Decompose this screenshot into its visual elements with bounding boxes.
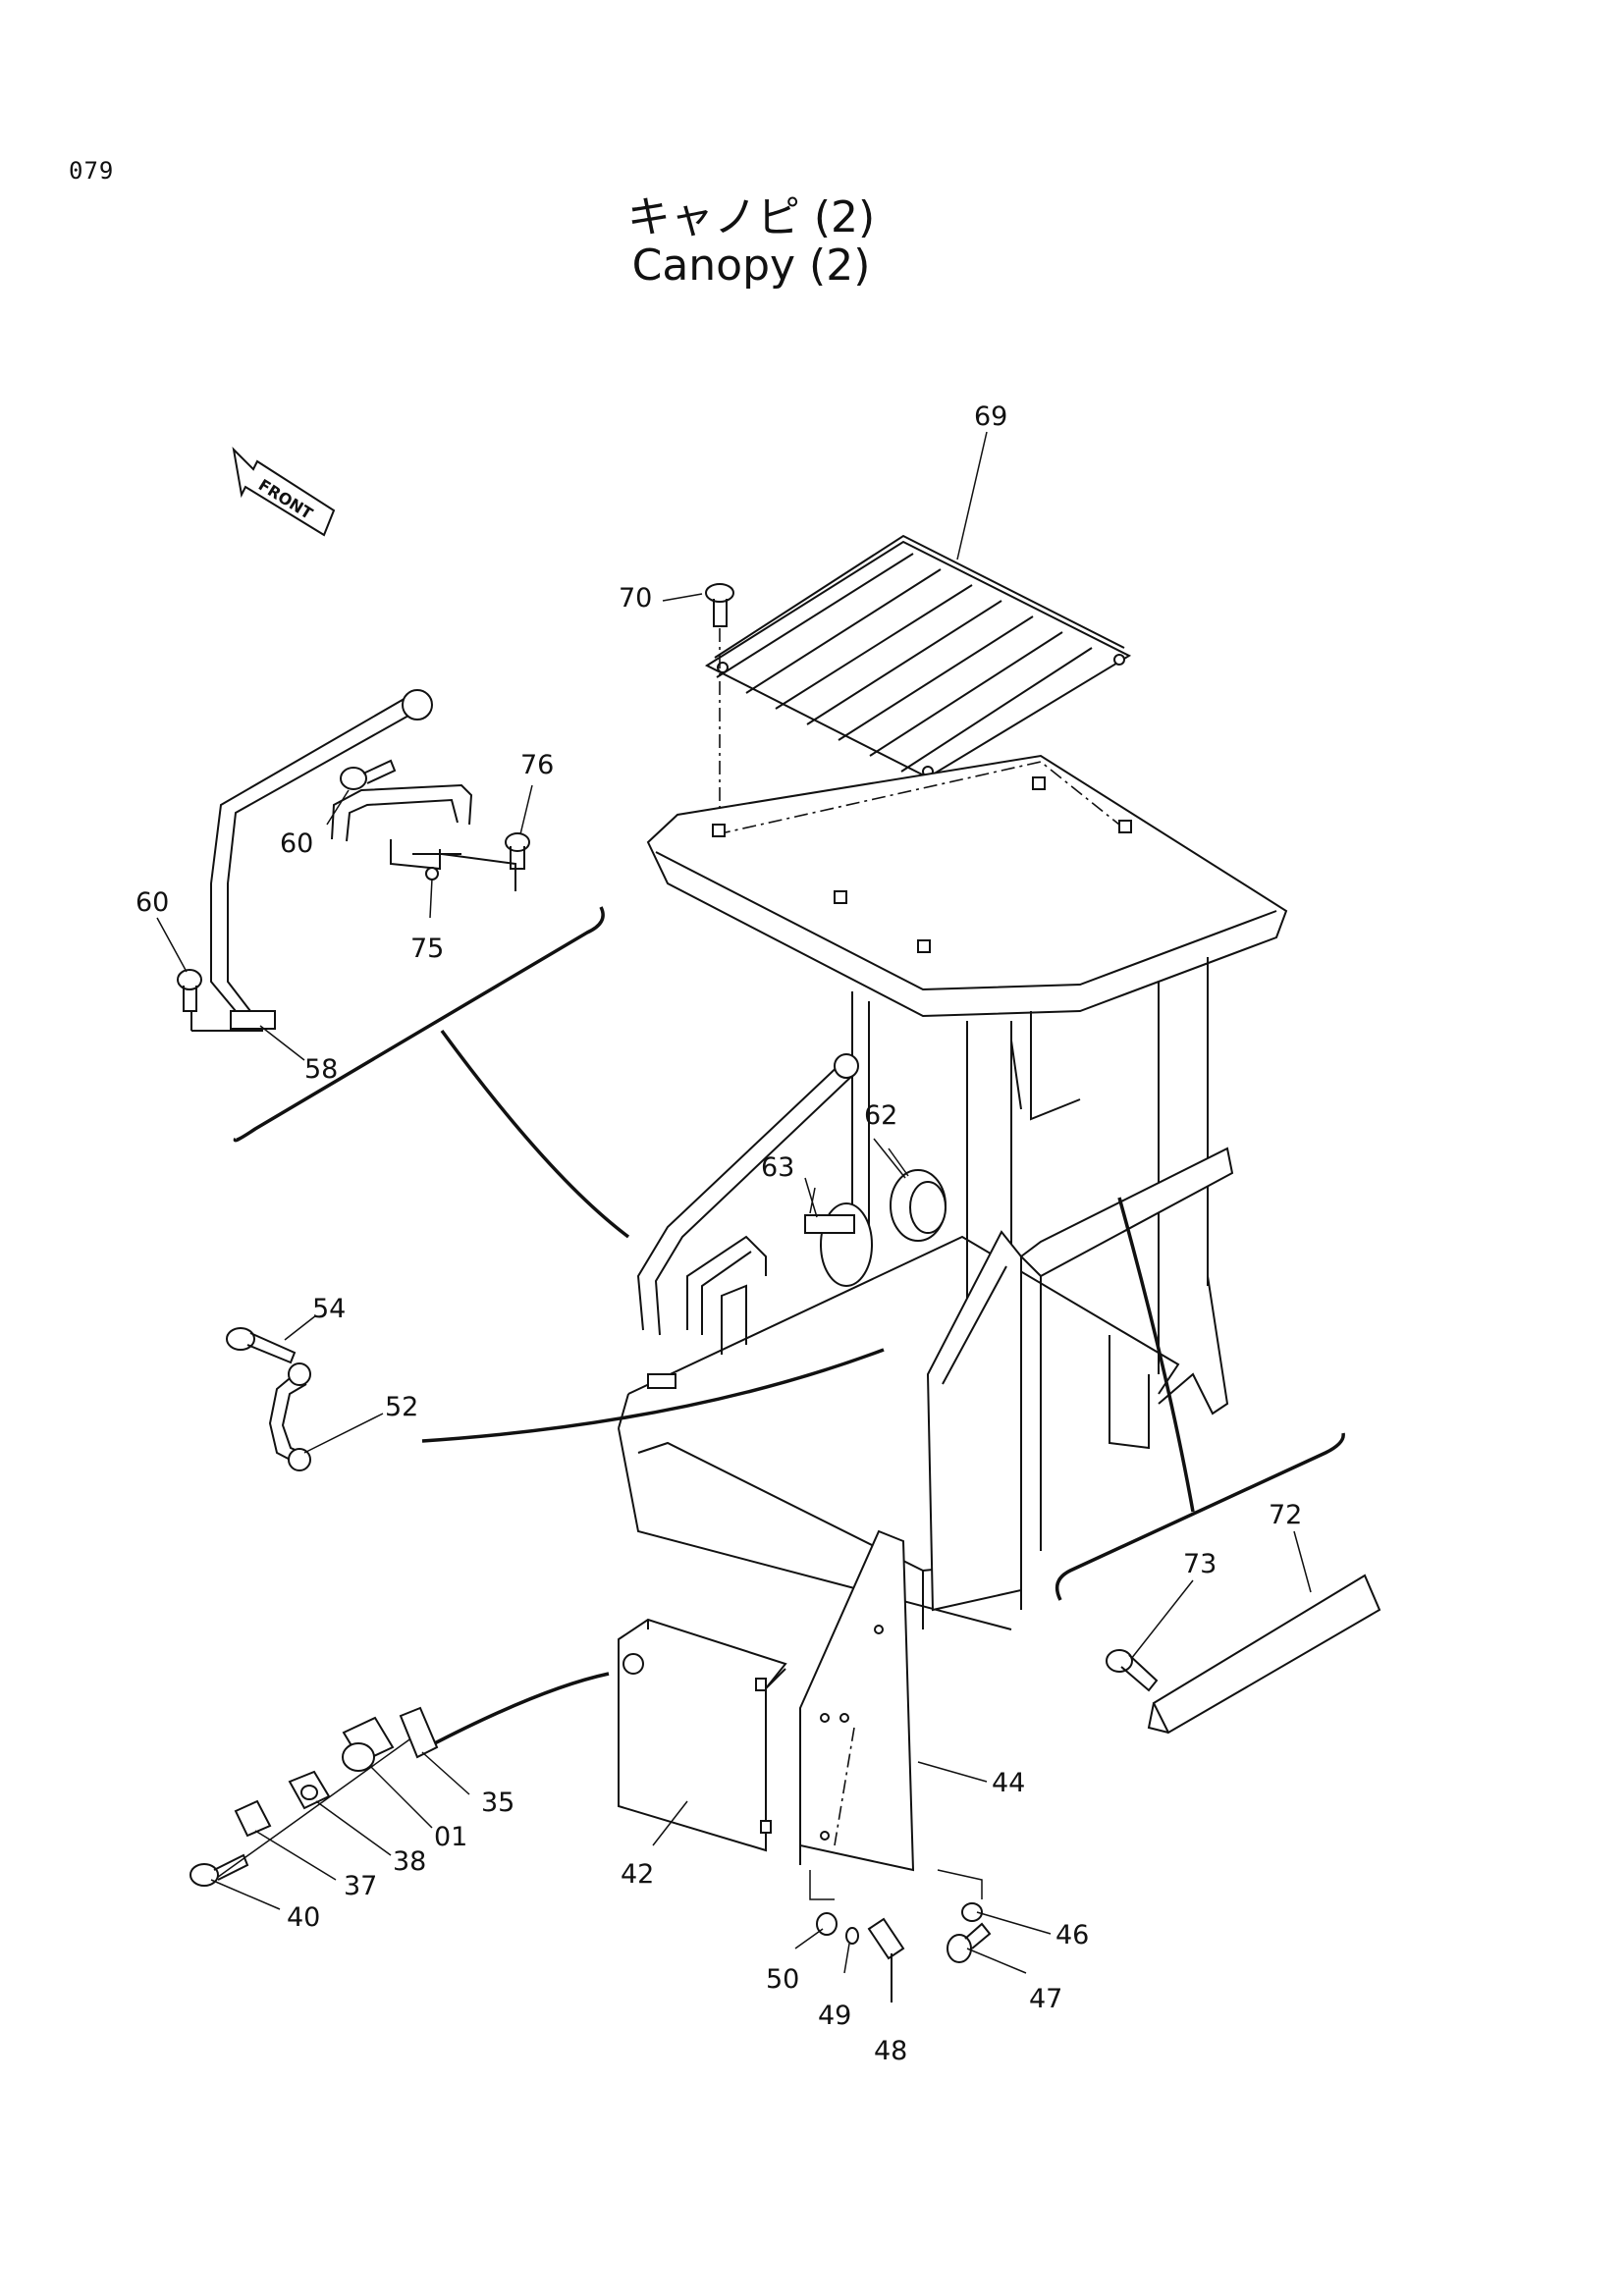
grommet-62 xyxy=(888,1148,947,1242)
inset-upper-left xyxy=(177,689,630,1239)
grip-handle-assembled xyxy=(686,1235,767,1355)
callout-01: 01 xyxy=(434,1822,467,1852)
callout-50: 50 xyxy=(766,1964,799,1995)
callout-76: 76 xyxy=(520,750,554,780)
callout-37: 37 xyxy=(344,1871,377,1901)
title-english: Canopy (2) xyxy=(631,240,871,291)
side-panel xyxy=(926,1147,1234,1612)
front-arrow-icon: FRONT xyxy=(232,447,336,537)
callout-47: 47 xyxy=(1029,1984,1062,2014)
callout-48: 48 xyxy=(874,2036,907,2066)
callout-60-lower: 60 xyxy=(135,887,169,918)
callout-52: 52 xyxy=(385,1392,418,1422)
callout-labels: 69 70 76 60 60 75 58 62 63 54 52 72 73 4… xyxy=(135,401,1302,2066)
callout-63: 63 xyxy=(761,1152,794,1183)
callout-60-upper: 60 xyxy=(280,828,313,859)
callout-46: 46 xyxy=(1055,1920,1089,1950)
callout-69: 69 xyxy=(974,401,1007,432)
callout-73: 73 xyxy=(1183,1549,1217,1579)
callout-75: 75 xyxy=(410,934,444,964)
callout-35: 35 xyxy=(481,1788,514,1818)
title-japanese: キャノピ (2) xyxy=(626,192,876,242)
fastener-group xyxy=(809,1869,992,2002)
callout-40: 40 xyxy=(287,1902,320,1933)
handle-52-group xyxy=(226,1327,885,1471)
inset-right xyxy=(1055,1197,1381,1735)
panel-44 xyxy=(799,1529,915,1872)
callout-58: 58 xyxy=(304,1054,338,1085)
callout-72: 72 xyxy=(1269,1500,1302,1530)
page-number: 079 xyxy=(69,157,115,185)
callout-54: 54 xyxy=(312,1294,346,1324)
callout-62: 62 xyxy=(864,1100,897,1131)
callout-70: 70 xyxy=(619,583,652,614)
canopy-frame xyxy=(618,957,1229,1630)
leader-lines xyxy=(156,431,1312,1974)
box-42 xyxy=(618,1618,787,1852)
roof-guard-grid xyxy=(704,534,1132,779)
callout-42: 42 xyxy=(621,1859,654,1890)
callout-49: 49 xyxy=(818,2001,851,2031)
bolt-70 xyxy=(705,583,734,834)
catch-hardware xyxy=(189,1672,610,1887)
clamp-63 xyxy=(804,1187,873,1287)
canopy-roof xyxy=(646,754,1288,1018)
handrail-assembled xyxy=(636,1053,859,1389)
callout-38: 38 xyxy=(393,1846,426,1877)
callout-44: 44 xyxy=(992,1768,1025,1798)
